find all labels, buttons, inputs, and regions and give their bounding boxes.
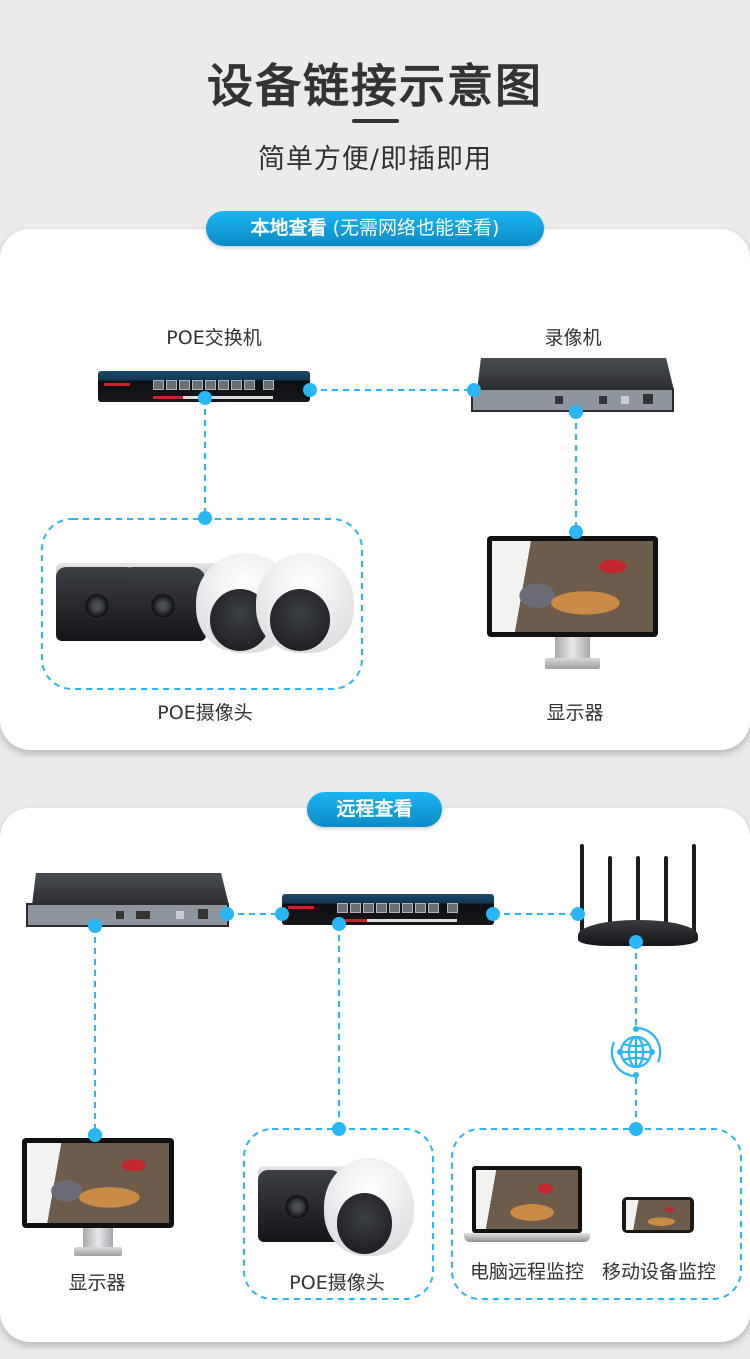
dome-camera-icon: [324, 1158, 414, 1256]
pc-monitoring-label: 电脑远程监控: [469, 1261, 584, 1283]
dome-camera-icon: [256, 553, 354, 653]
local-view-badge: 本地查看 (无需网络也能查看): [206, 211, 544, 246]
surveillance-feed-image: [475, 1170, 579, 1229]
remote-view-badge: 远程查看: [307, 792, 442, 827]
internet-globe-icon: [610, 1026, 662, 1078]
nvr-device: [471, 358, 674, 412]
phone-device: [622, 1197, 694, 1233]
switch-brand-mark: [288, 906, 314, 909]
monitor-device: [487, 536, 658, 669]
local-view-badge-note: (无需网络也能查看): [326, 217, 500, 239]
local-view-card: [0, 229, 750, 750]
poe-switch-device: [98, 371, 310, 402]
cameras-label: POE摄像头: [289, 1272, 385, 1294]
local-view-badge-main: 本地查看: [250, 217, 327, 239]
page-title: 设备链接示意图: [207, 59, 543, 113]
surveillance-feed-image: [626, 1200, 690, 1230]
switch-ports: [153, 380, 274, 390]
cameras-label: POE摄像头: [157, 702, 253, 724]
page-subtitle: 简单方便/即插即用: [257, 144, 493, 175]
laptop-device: [464, 1166, 590, 1242]
monitor-label: 显示器: [546, 702, 604, 724]
title-divider: [352, 119, 399, 123]
nvr-label: 录像机: [544, 327, 602, 349]
monitor-device: [22, 1138, 174, 1256]
poe-cameras-group: [256, 1158, 416, 1258]
poe-switch-device: [282, 894, 494, 925]
surveillance-feed-image: [27, 1143, 169, 1223]
mobile-monitoring-label: 移动设备监控: [601, 1261, 716, 1283]
router-device: [578, 842, 698, 946]
switch-label: POE交换机: [166, 327, 262, 349]
monitor-label: 显示器: [68, 1272, 126, 1294]
surveillance-feed-image: [492, 541, 653, 633]
switch-brand-mark: [104, 383, 130, 386]
poe-cameras-group: [52, 553, 357, 658]
nvr-device: [26, 873, 229, 927]
switch-ports: [337, 903, 458, 913]
bullet-camera-icon: [122, 563, 226, 641]
